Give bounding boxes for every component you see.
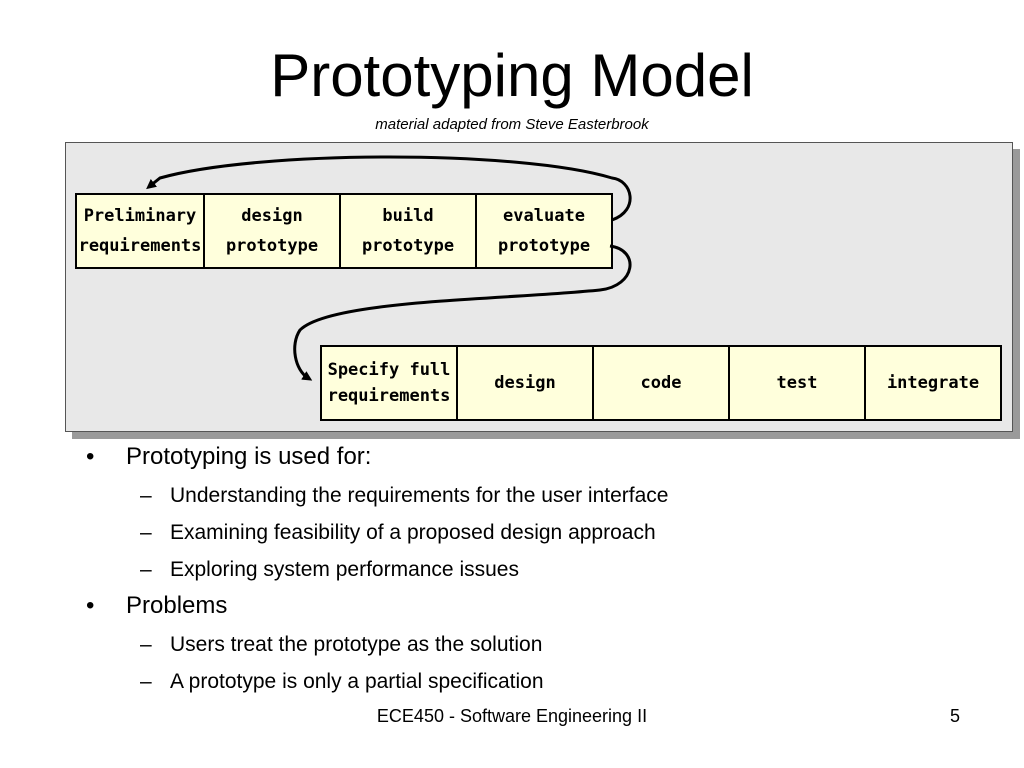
box-specify-full-requirements: Specify full requirements [320, 345, 458, 421]
sub-bullet-text: Examining feasibility of a proposed desi… [170, 521, 656, 544]
dash-mark: – [140, 521, 152, 544]
box-code: code [592, 345, 730, 421]
sub-bullet-text: Understanding the requirements for the u… [170, 484, 669, 507]
bullet-item: • Prototyping is used for: [82, 440, 1002, 478]
box-label-line2: prototype [497, 236, 591, 256]
dash-mark: – [140, 484, 152, 507]
bullet-mark: • [86, 443, 95, 470]
bullet-text: Problems [126, 592, 228, 619]
bullet-mark: • [86, 592, 95, 619]
box-label-line1: Specify full [327, 360, 451, 380]
box-build-prototype: build prototype [339, 193, 477, 269]
box-design: design [456, 345, 594, 421]
sub-bullet-item: – Exploring system performance issues [82, 552, 1002, 589]
dash-mark: – [140, 558, 152, 581]
box-label-line1: Preliminary [83, 206, 197, 226]
box-preliminary-requirements: Preliminary requirements [75, 193, 205, 269]
box-label-line2: requirements [327, 386, 451, 406]
box-label: design [494, 373, 556, 393]
box-label: code [640, 373, 682, 393]
box-evaluate-prototype: evaluate prototype [475, 193, 613, 269]
box-label-line2: prototype [225, 236, 319, 256]
page-number: 5 [950, 706, 961, 726]
sub-bullet-item: – Examining feasibility of a proposed de… [82, 515, 1002, 552]
footer-course: ECE450 - Software Engineering II [376, 706, 648, 726]
sub-bullet-item: – Users treat the prototype as the solut… [82, 627, 1002, 664]
sub-bullet-text: A prototype is only a partial specificat… [170, 670, 544, 693]
slide-title: Prototyping Model [270, 42, 754, 109]
sub-bullet-item: – Understanding the requirements for the… [82, 478, 1002, 515]
slide-subtitle: material adapted from Steve Easterbrook [375, 116, 649, 133]
bullet-list: • Prototyping is used for: – Understandi… [82, 440, 1002, 701]
box-label-line2: requirements [78, 236, 202, 256]
dash-mark: – [140, 633, 152, 656]
sub-bullet-item: – A prototype is only a partial specific… [82, 664, 1002, 701]
box-design-prototype: design prototype [203, 193, 341, 269]
box-label-line1: design [241, 206, 303, 226]
box-test: test [728, 345, 866, 421]
box-integrate: integrate [864, 345, 1002, 421]
waterfall-row: Specify full requirements design code tes… [320, 345, 1002, 421]
sub-bullet-text: Exploring system performance issues [170, 558, 519, 581]
box-label-line2: prototype [361, 236, 455, 256]
box-label-line1: build [382, 206, 434, 226]
box-label: integrate [886, 373, 980, 393]
bullet-text: Prototyping is used for: [126, 443, 372, 470]
sub-bullet-text: Users treat the prototype as the solutio… [170, 633, 543, 656]
box-label: test [776, 373, 818, 393]
bullet-item: • Problems [82, 589, 1002, 627]
box-label-line1: evaluate [503, 206, 585, 226]
dash-mark: – [140, 670, 152, 693]
